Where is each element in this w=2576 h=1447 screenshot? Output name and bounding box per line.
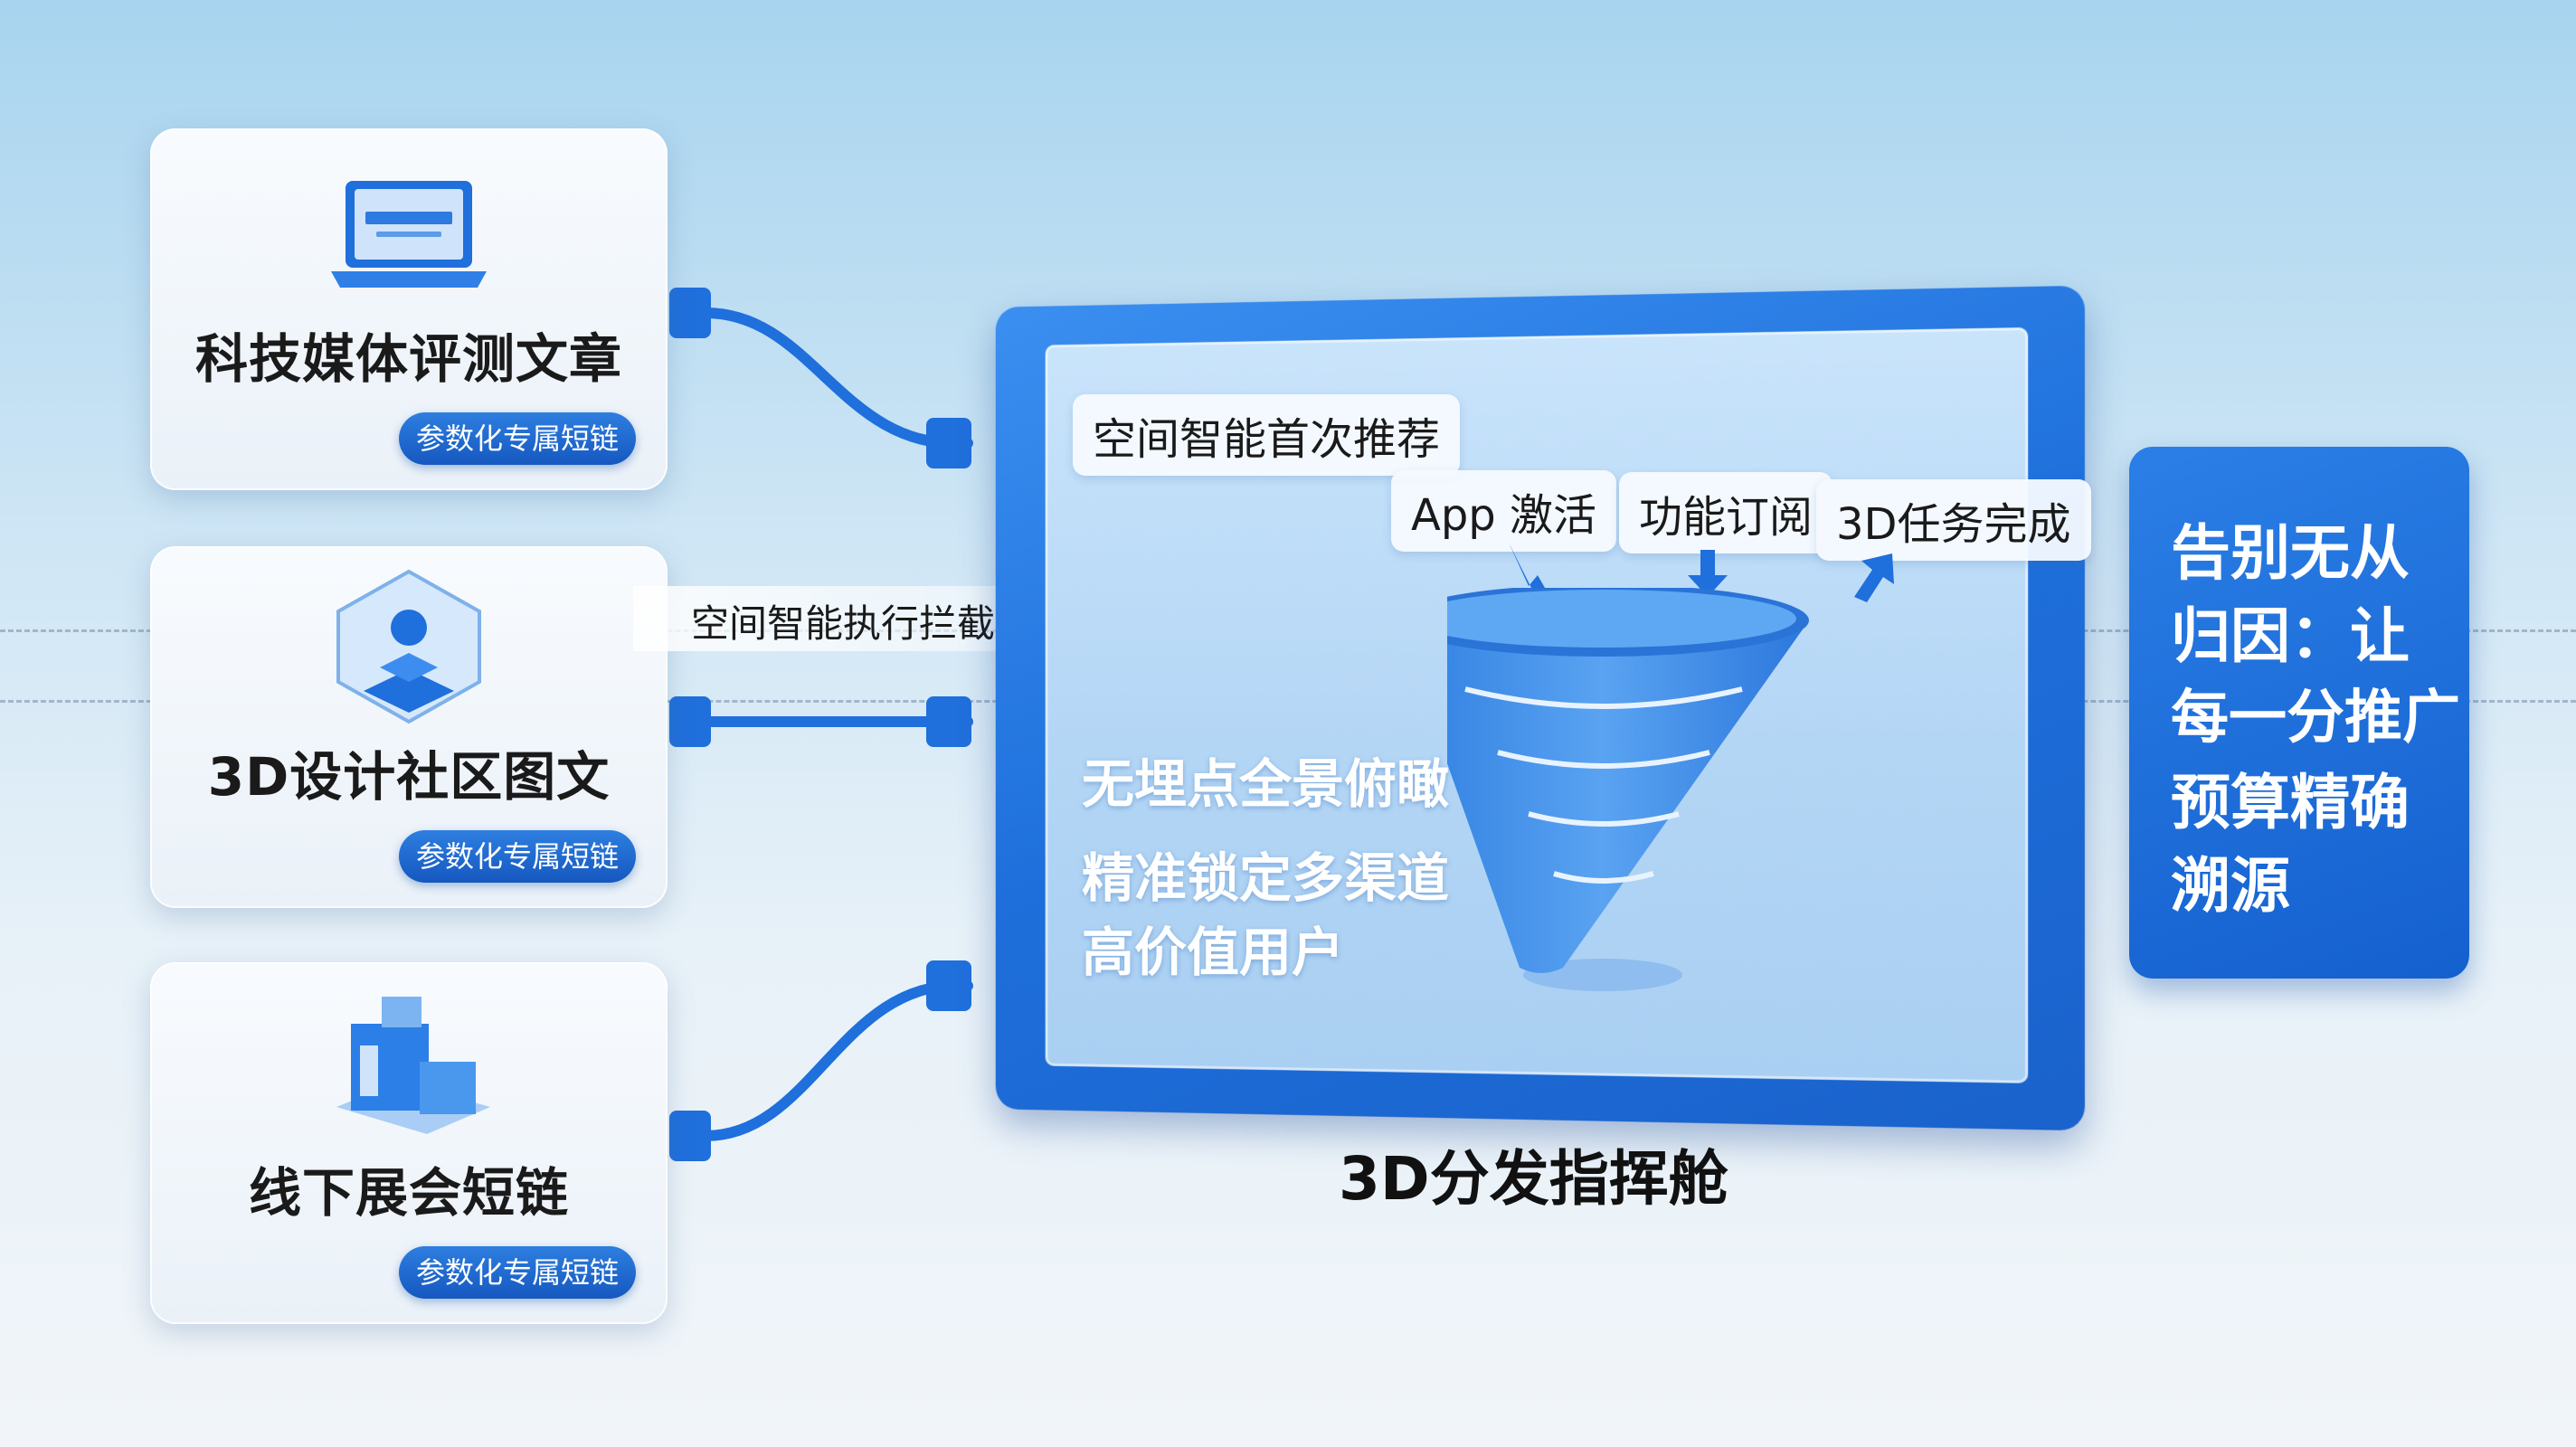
source-card-3d-community: 3D设计社区图文 参数化专属短链: [150, 546, 668, 908]
short-link-pill[interactable]: 参数化专属短链: [399, 1246, 636, 1299]
funnel-icon: [1447, 588, 1809, 991]
short-link-pill[interactable]: 参数化专属短链: [399, 830, 636, 883]
screen-line-3: 高价值用户: [1082, 922, 1345, 983]
connector-mid-right: [926, 696, 971, 747]
screen-line-2: 精准锁定多渠道: [1082, 847, 1450, 909]
tag-first-recommendation: 空间智能首次推荐: [1073, 394, 1461, 476]
cable-bottom: [700, 979, 973, 1141]
connector-bottom-right: [926, 960, 971, 1011]
slogan-line-1: 告别无从: [2171, 518, 2410, 588]
cable-top: [700, 307, 973, 449]
connector-bottom-left: [669, 1111, 711, 1161]
tag-3d-task-complete: 3D任务完成: [1816, 479, 2091, 561]
slogan-line-5: 溯源: [2171, 851, 2290, 921]
connector-mid-left: [669, 696, 711, 747]
tag-app-activation: App 激活: [1391, 470, 1617, 552]
laptop-icon: [331, 181, 487, 288]
source-title: 科技媒体评测文章: [194, 328, 622, 390]
source-card-offline-expo: 线下展会短链 参数化专属短链: [150, 962, 668, 1324]
tag-feature-subscription: 功能订阅: [1619, 472, 1833, 553]
source-title: 3D设计社区图文: [207, 746, 611, 808]
source-card-tech-media: 科技媒体评测文章 参数化专属短链: [150, 128, 668, 490]
slogan-line-2: 归因：让: [2171, 601, 2410, 671]
intercept-label: 空间智能执行拦截: [691, 601, 996, 646]
slogan-line-4: 预算精确: [2171, 768, 2410, 837]
connector-top-left: [669, 288, 711, 338]
slogan-panel: 告别无从 归因：让 每一分推广 预算精确 溯源: [2129, 447, 2469, 979]
source-title: 线下展会短链: [248, 1162, 569, 1224]
screen-caption: 3D分发指挥舱: [1339, 1144, 1728, 1214]
building-icon: [336, 997, 490, 1134]
connector-top-right: [926, 418, 971, 468]
short-link-pill[interactable]: 参数化专属短链: [399, 412, 636, 465]
3d-model-icon: [336, 569, 481, 724]
slogan-line-3: 每一分推广: [2171, 685, 2460, 752]
screen-line-1: 无埋点全景俯瞰: [1082, 753, 1450, 815]
